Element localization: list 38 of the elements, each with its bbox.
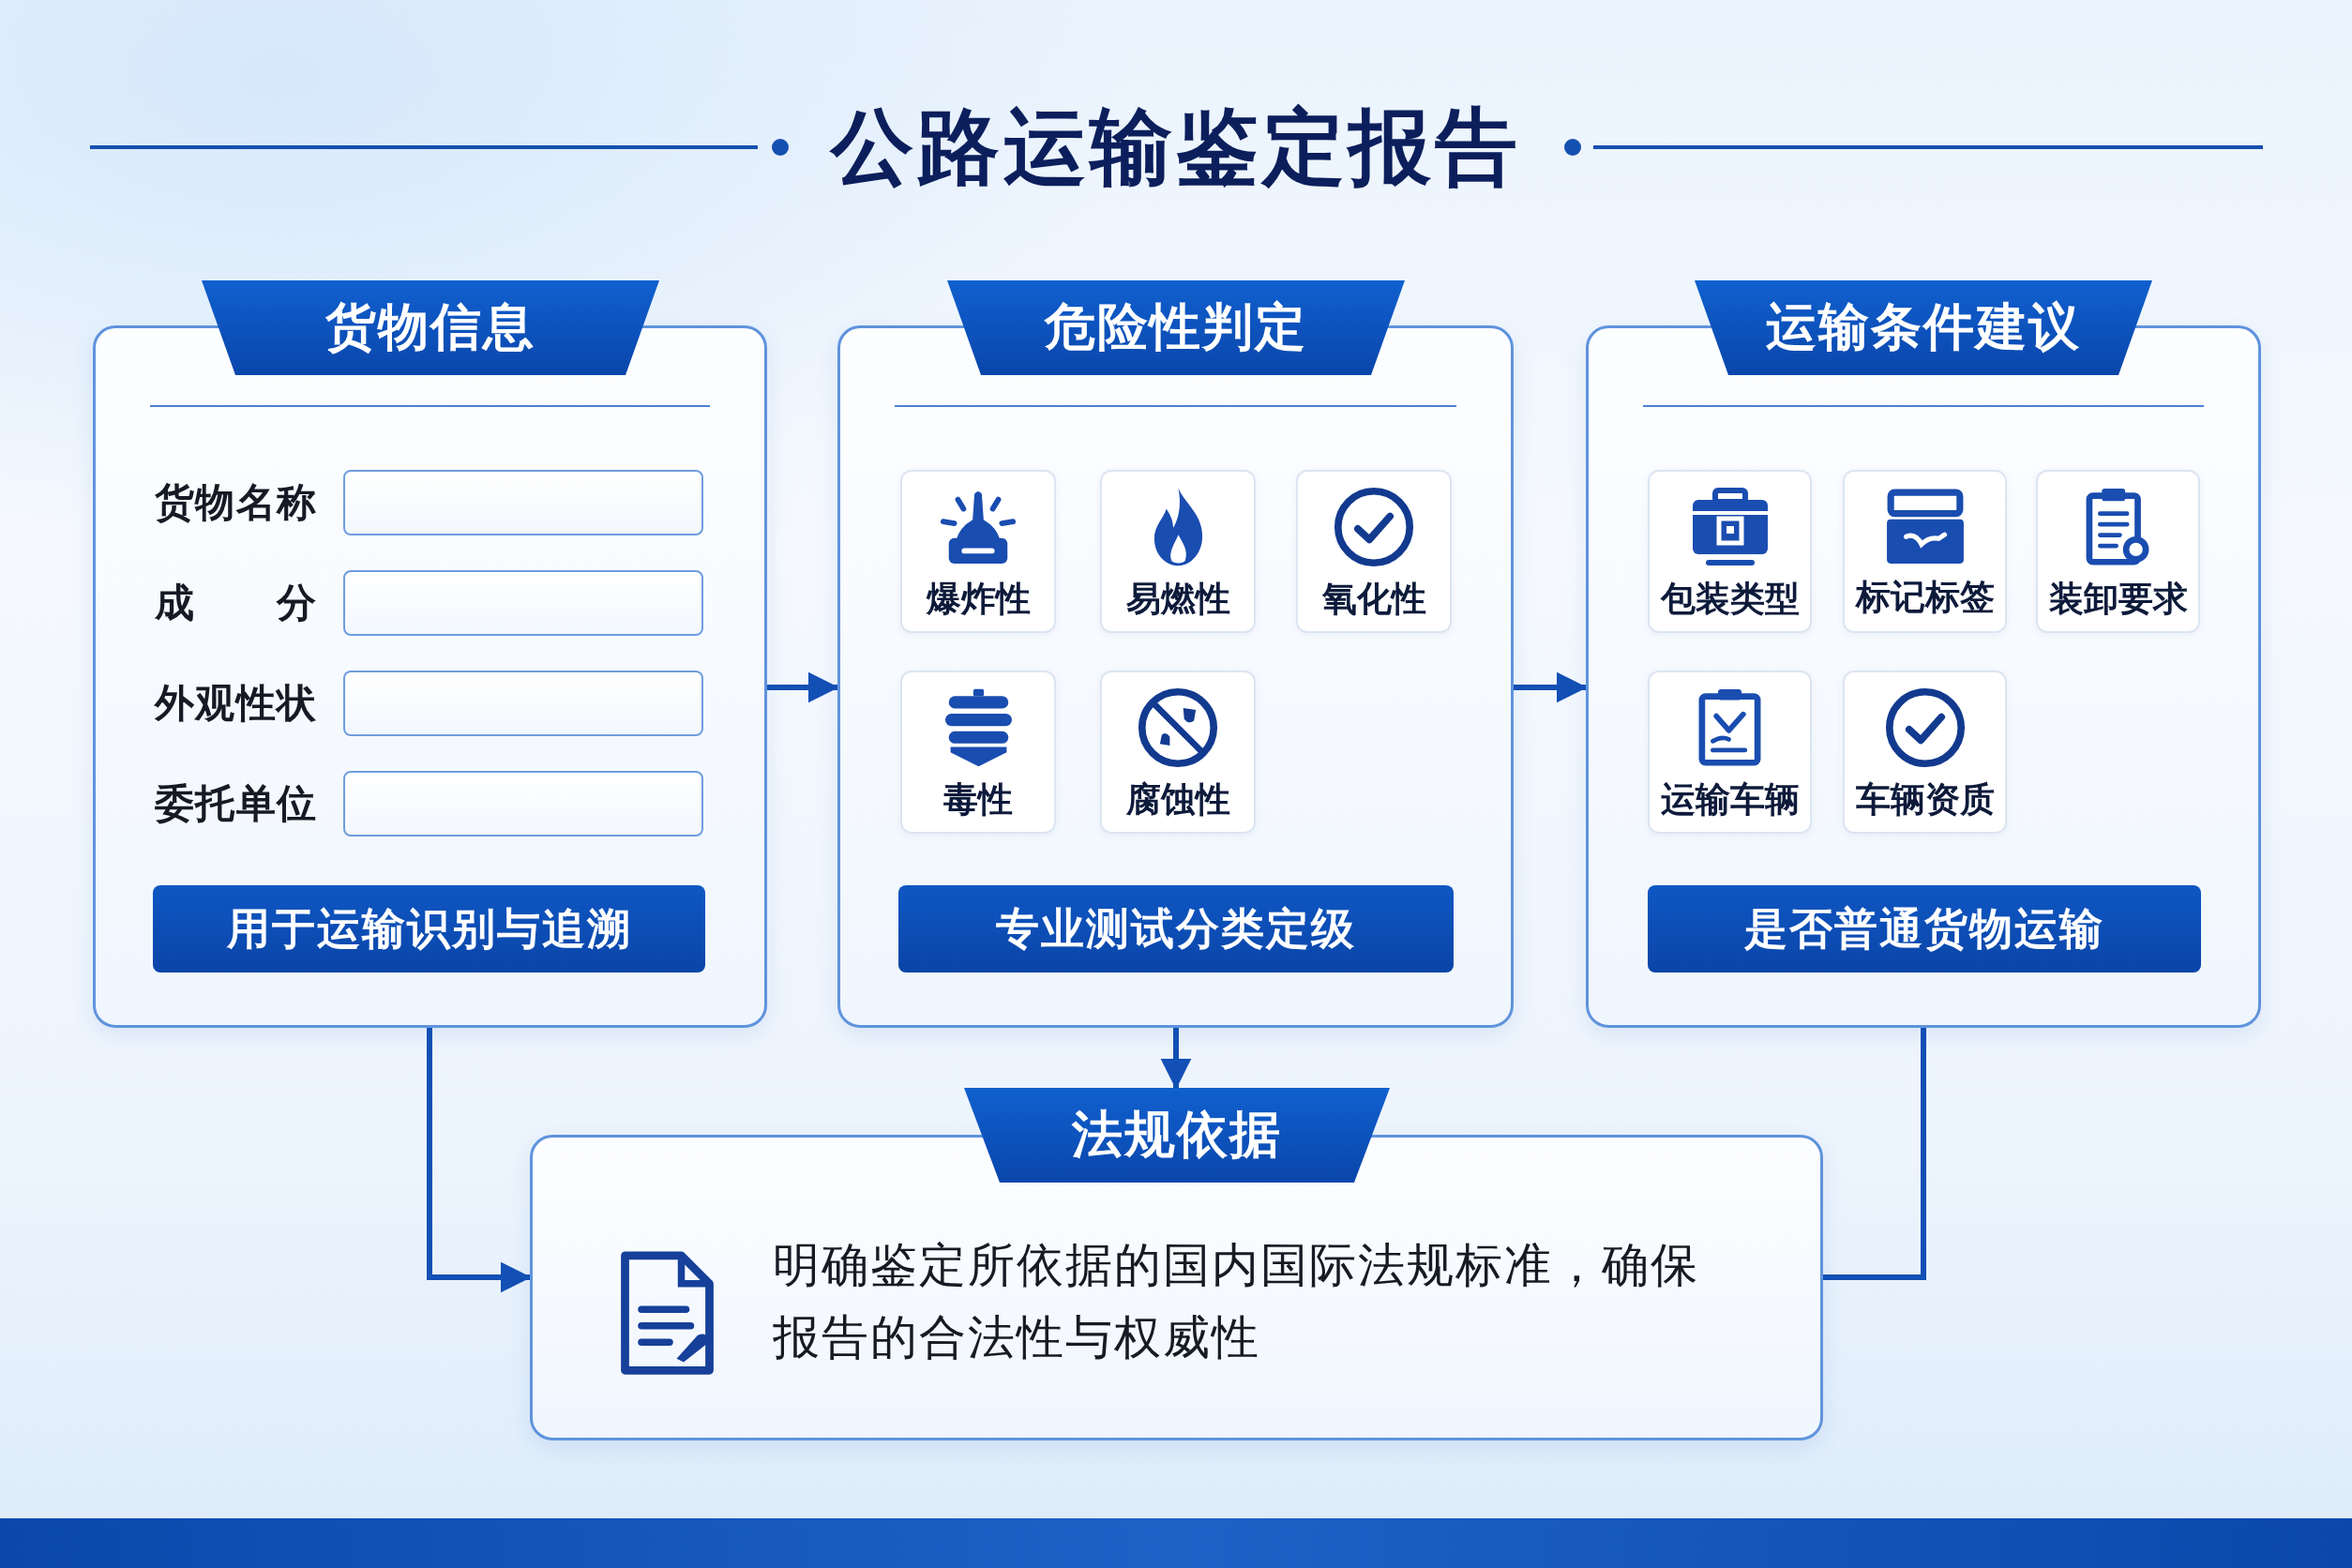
flow-arrow xyxy=(1160,1028,1192,1090)
card-label: 车辆资质 xyxy=(1855,779,1995,822)
field-label: 成 分 xyxy=(155,579,316,627)
hazard-card xyxy=(1296,470,1452,633)
hazard-card xyxy=(1100,470,1256,633)
section-header: 危险性判定 xyxy=(947,280,1405,375)
description-text: 明确鉴定所依据的国内国际法规标准，确保报告的合法性与权威性 xyxy=(773,1237,1700,1366)
summary-banner: 用于运输识别与追溯 xyxy=(153,885,705,972)
field-label: 外观性状 xyxy=(155,679,316,728)
card-label: 装卸要求 xyxy=(2048,579,2188,621)
card-label: 爆炸性 xyxy=(926,579,1031,621)
hazard-card xyxy=(1843,671,2007,834)
field-label: 委托单位 xyxy=(155,779,316,828)
hazard-card xyxy=(1648,470,1812,633)
hazard-card xyxy=(1648,671,1812,834)
card-label: 毒性 xyxy=(943,779,1013,822)
hazard-card xyxy=(900,470,1056,633)
card-label: 标记标签 xyxy=(1855,577,1995,619)
hazard-card xyxy=(2036,470,2200,633)
flow-arrow xyxy=(767,671,839,703)
hazard-card xyxy=(900,671,1056,834)
card-label: 易燃性 xyxy=(1125,579,1230,621)
summary-banner: 是否普通货物运输 xyxy=(1648,885,2201,972)
connector-line xyxy=(1823,1028,1926,1280)
section-header: 法规依据 xyxy=(964,1088,1390,1183)
card-label: 运输车辆 xyxy=(1660,779,1800,822)
flow-arrow xyxy=(427,1028,532,1293)
card-label: 腐蚀性 xyxy=(1125,779,1230,822)
section-header: 货物信息 xyxy=(202,280,659,375)
diagram-title: 公路运输鉴定报告 xyxy=(831,98,1521,197)
card-label: 氧化性 xyxy=(1321,579,1426,621)
hazard-card xyxy=(1100,671,1256,834)
summary-banner: 专业测试分类定级 xyxy=(898,885,1454,972)
card-label: 包装类型 xyxy=(1660,579,1800,621)
flow-arrow xyxy=(1514,671,1588,703)
hazard-card xyxy=(1843,470,2007,633)
field-label: 货物名称 xyxy=(155,478,316,527)
section-header: 运输条件建议 xyxy=(1695,280,2152,375)
